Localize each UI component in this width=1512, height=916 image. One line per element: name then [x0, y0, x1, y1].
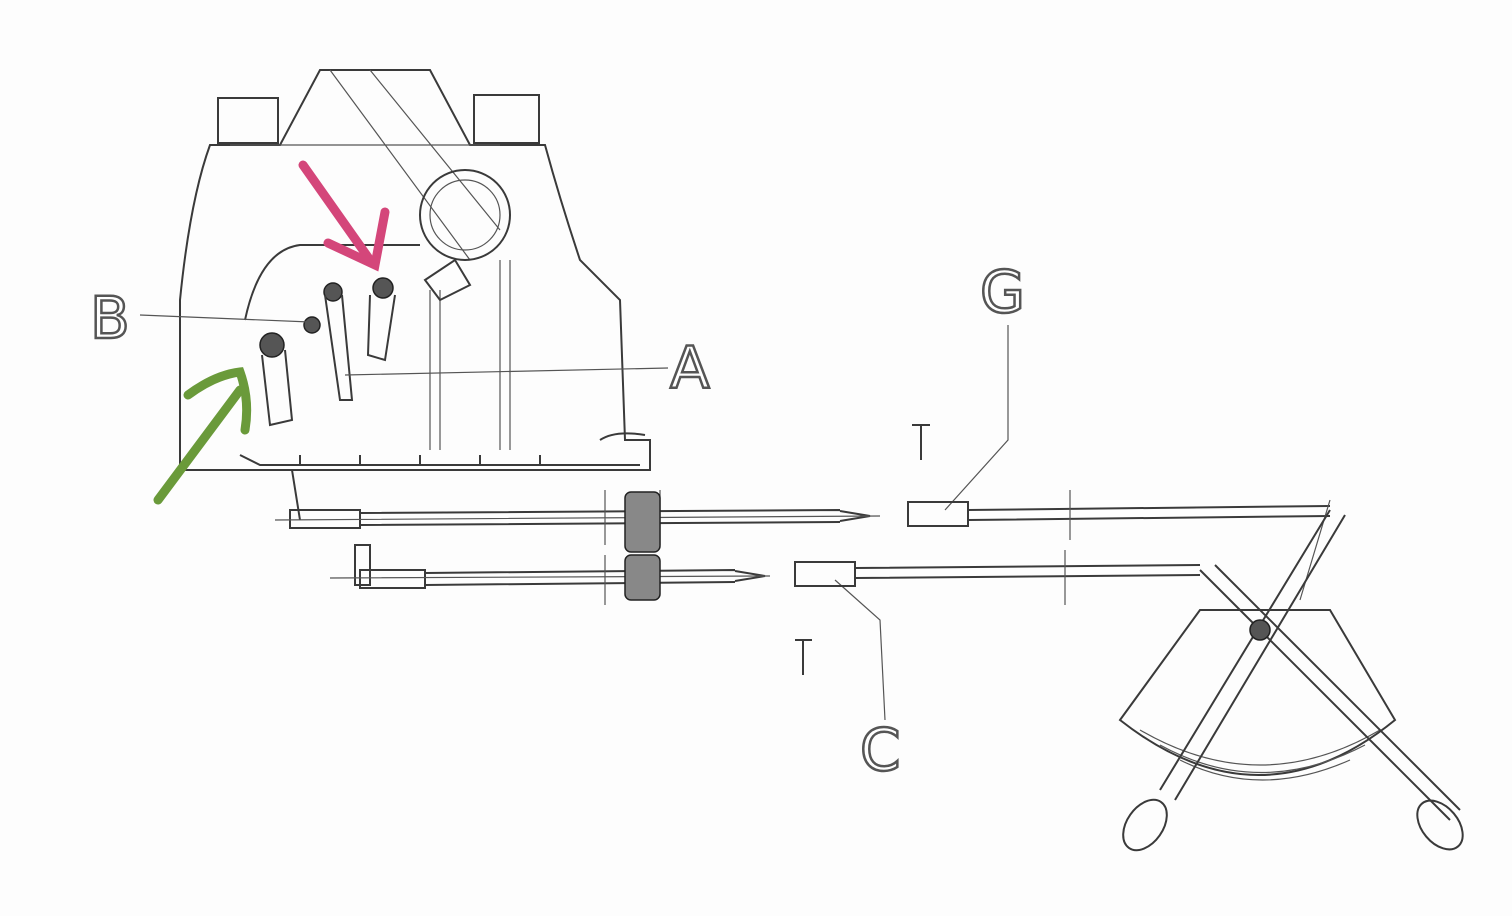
- leader-g: [944, 325, 1009, 511]
- green-arrow: [153, 367, 252, 505]
- leader-c: [834, 579, 886, 721]
- label-a: A: [670, 334, 710, 402]
- leader-a: [344, 367, 669, 376]
- label-g: G: [980, 258, 1025, 326]
- label-c: C: [860, 716, 901, 784]
- label-b: B: [90, 284, 130, 352]
- lower-cable: [329, 544, 1201, 605]
- leader-b: [139, 314, 311, 323]
- engine-housing: [179, 69, 651, 471]
- bolt-upper: [912, 424, 930, 460]
- pink-arrow: [298, 160, 390, 272]
- bolt-lower: [795, 639, 812, 675]
- control-lever-box: [1118, 509, 1464, 852]
- upper-cable: [274, 469, 1331, 601]
